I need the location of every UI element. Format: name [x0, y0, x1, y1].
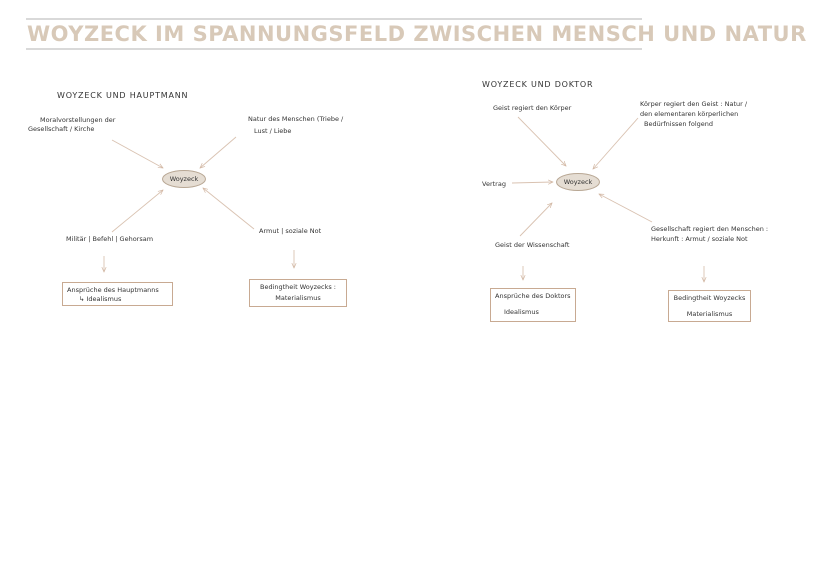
right-label-koerper-2: den elementaren körperlichen: [640, 110, 739, 118]
right-label-gesellschaft-2: Herkunft : Armut / soziale Not: [651, 235, 748, 243]
left-box-woyzeck-line2: Materialismus: [275, 294, 321, 302]
right-box-woyzeck-line2: Materialismus: [686, 310, 733, 318]
left-label-moral-2: Gesellschaft / Kirche: [28, 125, 95, 133]
left-label-moral-1: Moralvorstellungen der: [40, 116, 116, 124]
arrow-wissenschaft-to-woyzeck: [519, 203, 552, 237]
left-center-woyzeck: Woyzeck: [162, 170, 206, 188]
title-rule-bottom: [26, 48, 642, 50]
arrow-natur-to-woyzeck: [200, 136, 237, 168]
left-label-natur-1: Natur des Menschen (Triebe /: [248, 115, 344, 123]
right-box-woyzeck-line1: Bedingtheit Woyzecks: [673, 294, 746, 302]
left-box-hauptmann: Ansprüche des Hauptmanns ↳ Idealismus: [62, 282, 173, 306]
left-label-militaer: Militär | Befehl | Gehorsam: [66, 235, 154, 243]
arrow-koerper-to-woyzeck: [593, 117, 639, 169]
arrow-armut-to-woyzeck: [203, 188, 255, 230]
right-box-doktor: Ansprüche des Doktors Idealismus: [490, 288, 576, 322]
right-box-doktor-line1: Ansprüche des Doktors: [495, 292, 571, 300]
left-box-woyzeck-line1: Bedingtheit Woyzecks :: [260, 283, 336, 291]
left-box-woyzeck: Bedingtheit Woyzecks : Materialismus: [249, 279, 347, 307]
arrow-moral-to-woyzeck: [111, 139, 163, 168]
arrow-geist-to-woyzeck: [517, 116, 566, 166]
left-heading: WOYZECK UND HAUPTMANN: [57, 91, 189, 100]
right-label-wissenschaft: Geist der Wissenschaft: [495, 241, 570, 249]
left-label-natur-2: Lust / Liebe: [254, 127, 292, 135]
right-box-woyzeck: Bedingtheit Woyzecks Materialismus: [668, 290, 751, 322]
right-heading: WOYZECK UND DOKTOR: [482, 80, 594, 89]
arrow-vertrag-to-woyzeck: [511, 182, 553, 183]
title-rule-top: [26, 18, 642, 20]
right-center-woyzeck: Woyzeck: [556, 173, 600, 191]
right-label-gesellschaft-1: Gesellschaft regiert den Menschen :: [651, 225, 769, 233]
right-label-geist: Geist regiert den Körper: [493, 104, 572, 112]
right-box-doktor-line2: Idealismus: [504, 308, 539, 316]
right-label-koerper-1: Körper regiert den Geist : Natur /: [640, 100, 748, 108]
right-label-koerper-3: Bedürfnissen folgend: [644, 120, 713, 128]
right-label-vertrag: Vertrag: [482, 180, 506, 188]
left-box-hauptmann-line2: ↳ Idealismus: [79, 295, 122, 303]
left-label-armut: Armut | soziale Not: [259, 227, 322, 235]
page-title: WOYZECK IM SPANNUNGSFELD ZWISCHEN MENSCH…: [27, 22, 807, 46]
arrow-militaer-to-woyzeck: [111, 190, 163, 233]
arrow-gesellschaft-to-woyzeck: [599, 194, 653, 223]
left-box-hauptmann-line1: Ansprüche des Hauptmanns: [67, 286, 159, 294]
